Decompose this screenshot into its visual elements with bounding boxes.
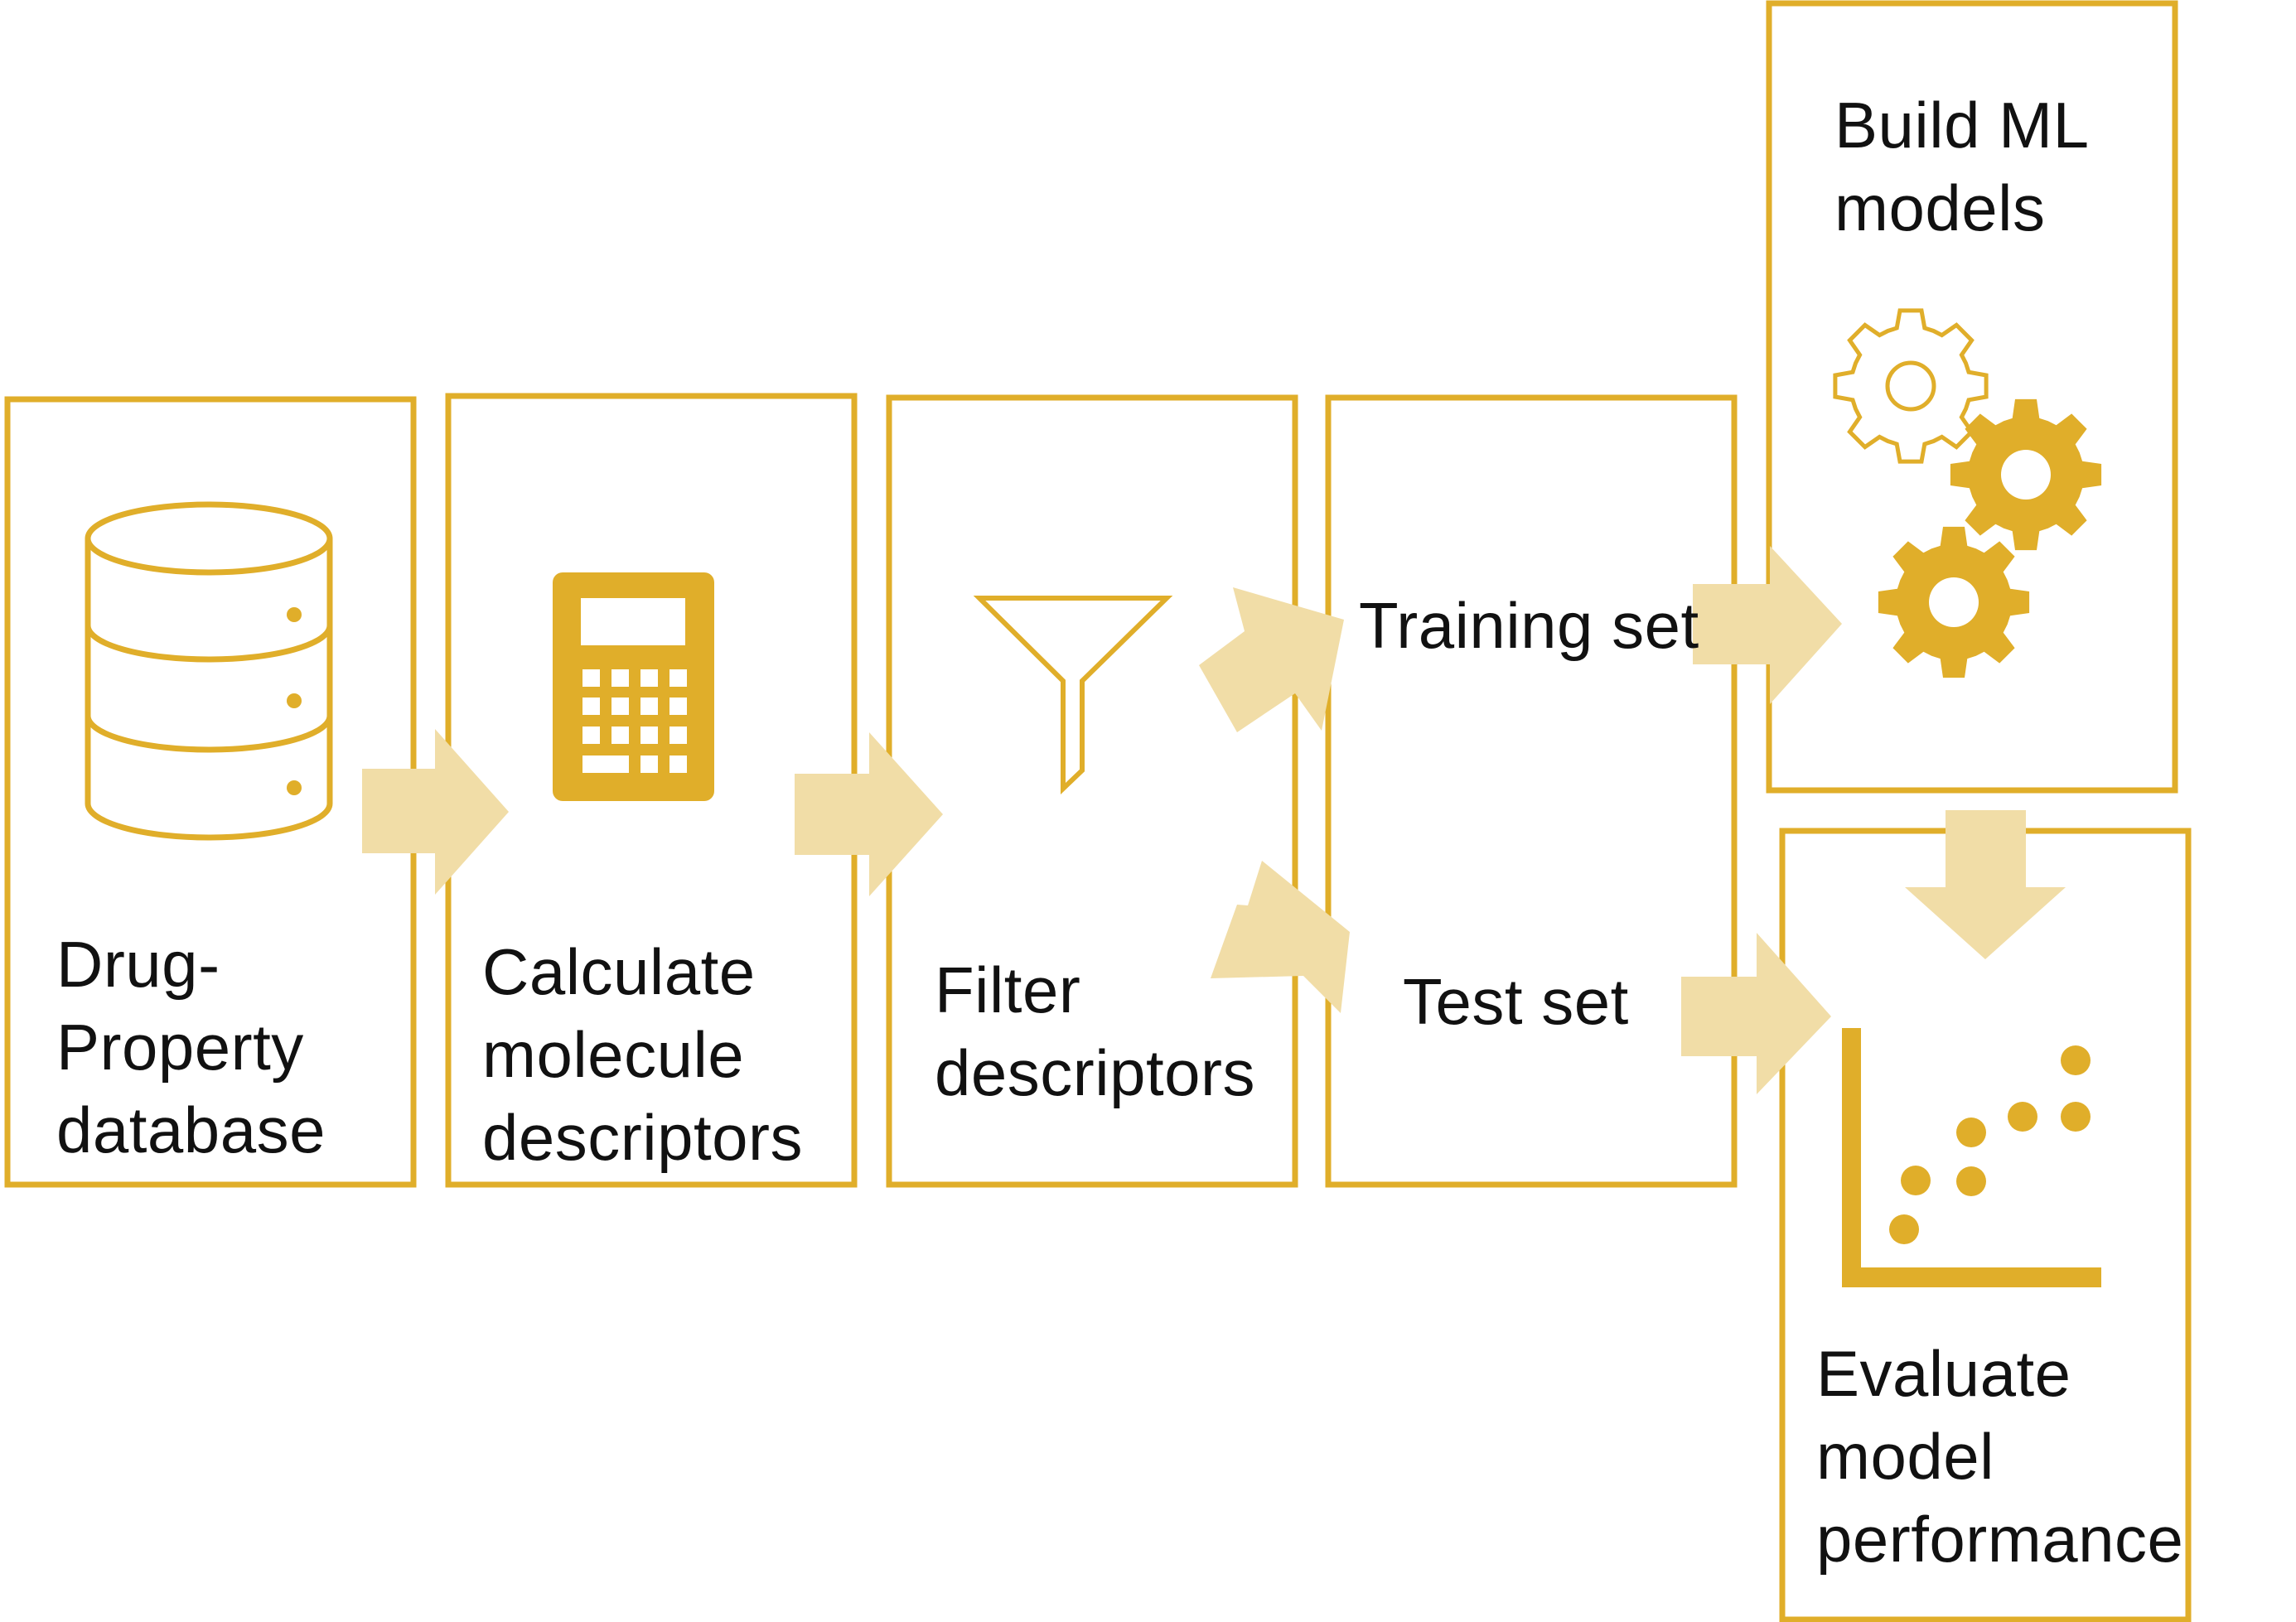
arrow-build-to-evaluate <box>1905 810 2066 959</box>
step-box-split <box>1325 394 1738 1188</box>
label-training-set: Training set <box>1359 584 1699 667</box>
label-line: models <box>1834 171 2046 244</box>
gear-solid-icon <box>1878 526 2030 678</box>
label-line: molecule <box>482 1018 745 1091</box>
label-line: Build ML <box>1834 89 2090 162</box>
step-box-build <box>1766 0 2178 794</box>
arrow-calculate-to-filter <box>795 732 943 896</box>
scatter-plot-icon <box>1842 1028 2101 1287</box>
gears-icon <box>1833 308 2102 678</box>
gear-body <box>1878 526 2030 678</box>
label-line: Test set <box>1403 965 1629 1038</box>
label-filter: Filter descriptors <box>935 949 1255 1114</box>
label-build: Build ML models <box>1834 84 2089 249</box>
label-calculate: Calculate molecule descriptors <box>482 930 803 1179</box>
arrow-database-to-calculate <box>362 729 509 895</box>
label-line: database <box>56 1093 326 1166</box>
arrow-training-to-build <box>1693 546 1842 704</box>
gear-body <box>1950 398 2102 551</box>
gear-body <box>1833 308 1989 464</box>
label-line: Filter <box>935 953 1081 1026</box>
gear-outline-icon <box>1833 308 1989 464</box>
label-line: Calculate <box>482 935 756 1008</box>
label-line: performance <box>1816 1503 2184 1576</box>
label-line: Evaluate <box>1816 1337 2071 1410</box>
label-line: descriptors <box>935 1036 1255 1109</box>
arrow-test-to-evaluate <box>1681 933 1831 1094</box>
database-icon <box>85 501 333 841</box>
funnel-icon <box>973 596 1173 795</box>
gear-hole <box>1885 360 1936 412</box>
label-line: descriptors <box>482 1101 803 1174</box>
label-line: Property <box>56 1011 304 1084</box>
calculator-icon <box>553 572 714 801</box>
label-line: Drug- <box>56 928 220 1001</box>
label-evaluate: Evaluate model performance <box>1816 1332 2183 1581</box>
label-line: model <box>1816 1420 1994 1493</box>
arrow-filter-to-test <box>1211 861 1350 1013</box>
label-test-set: Test set <box>1403 960 1629 1043</box>
arrow-filter-to-training <box>1199 587 1344 732</box>
label-line: Training set <box>1359 589 1699 662</box>
label-database: Drug- Property database <box>56 923 326 1171</box>
gear-solid-icon <box>1950 398 2102 551</box>
